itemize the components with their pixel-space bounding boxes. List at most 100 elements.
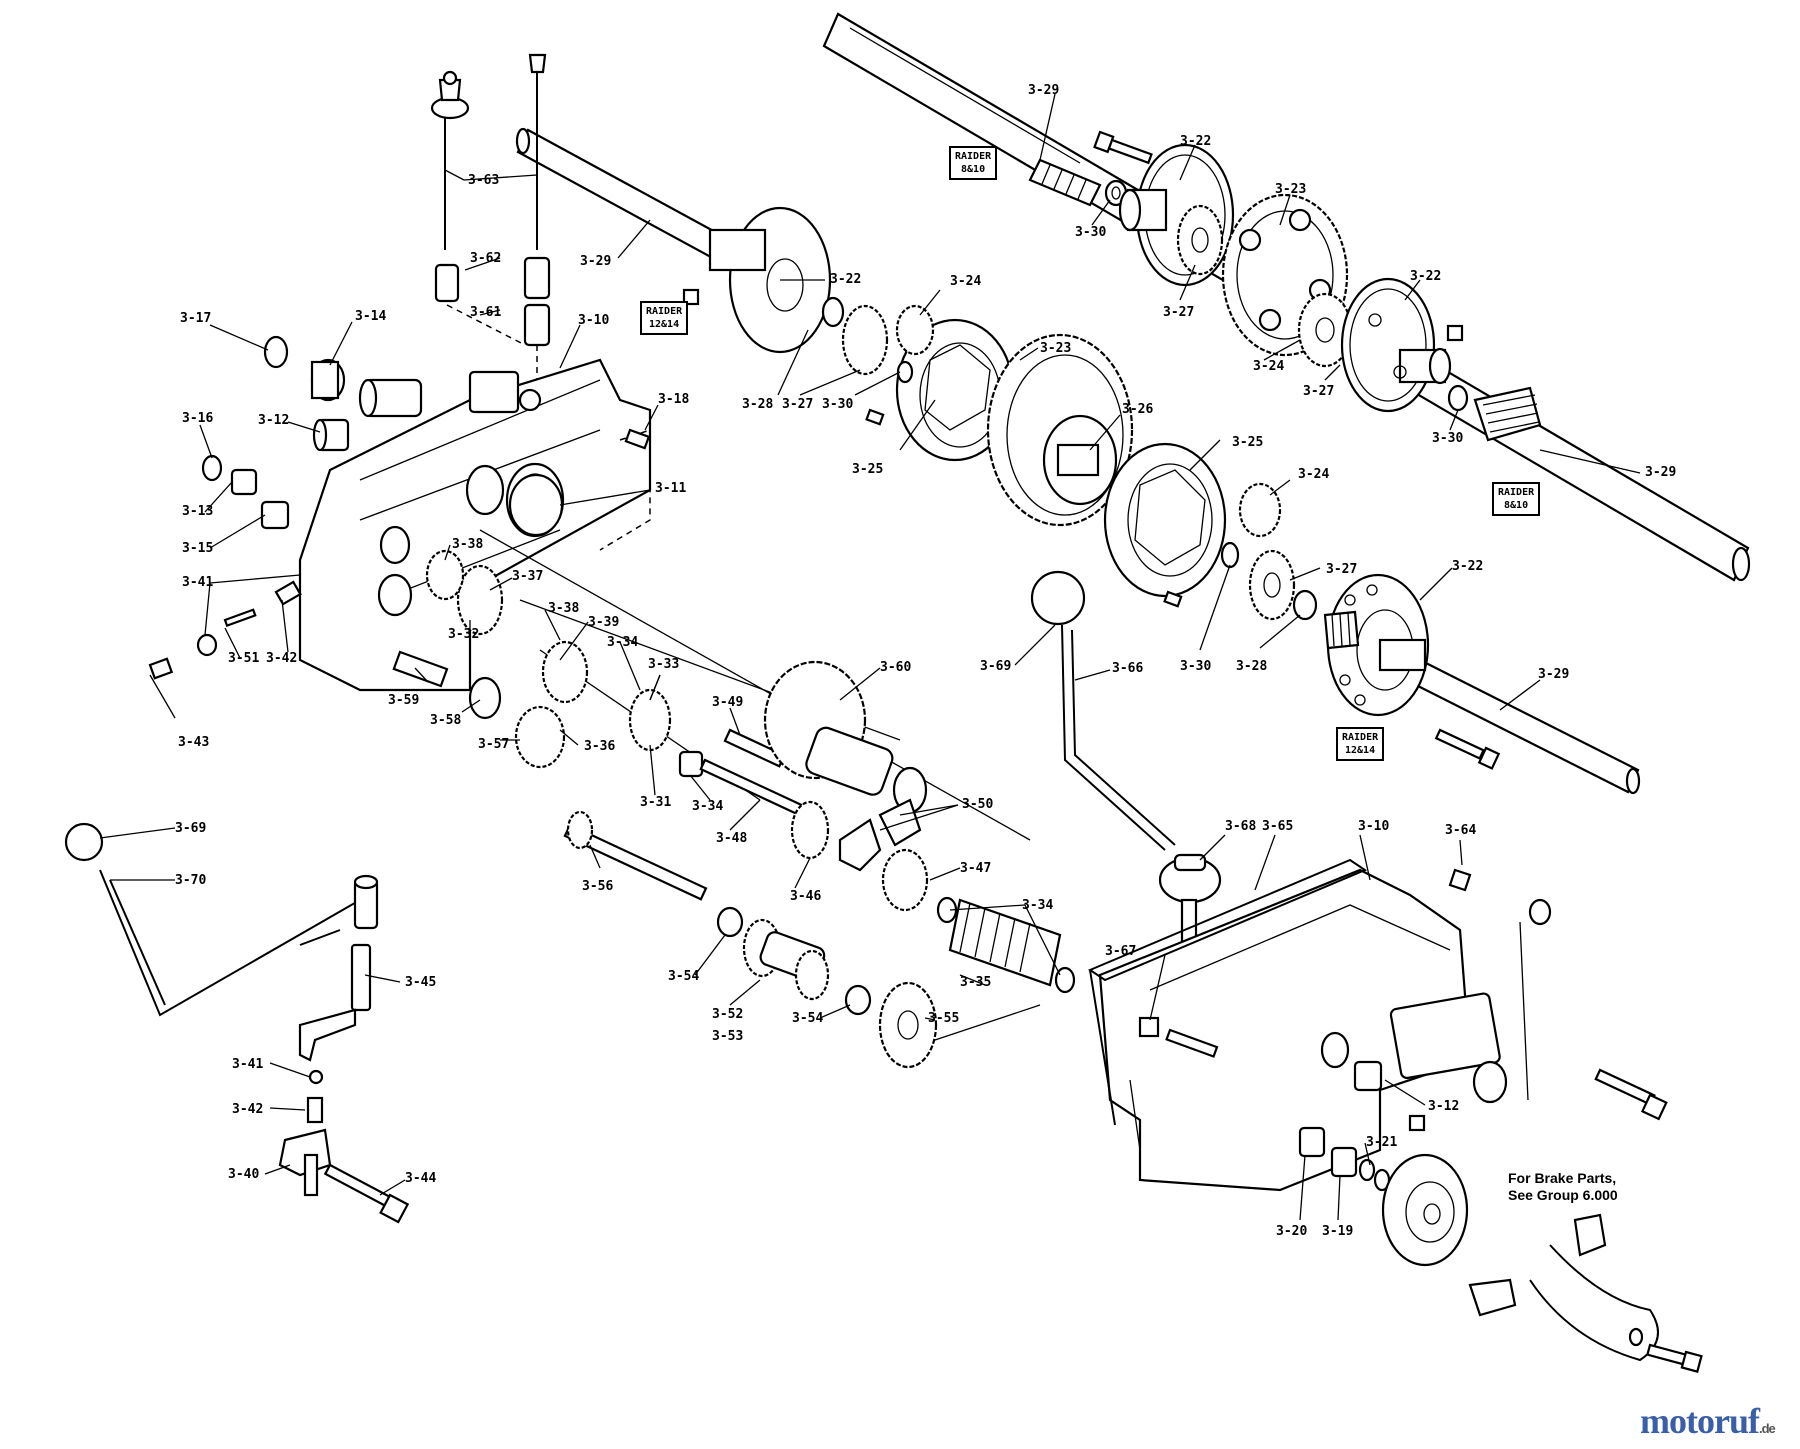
bushing-3-15 — [260, 500, 290, 530]
bushing-3-12-right — [1353, 1060, 1383, 1092]
brake-parts-note: For Brake Parts, See Group 6.000 — [1508, 1170, 1618, 1204]
label-3-30a: 3-30 — [1075, 225, 1107, 240]
label-3-29d: 3-29 — [1538, 667, 1570, 682]
label-3-11: 3-11 — [655, 481, 687, 496]
label-3-10a: 3-10 — [578, 313, 610, 328]
label-3-26: 3-26 — [1122, 402, 1154, 417]
model-box-line1: RAIDER — [1498, 487, 1535, 498]
label-3-29c: 3-29 — [580, 254, 612, 269]
gear-3-39 — [541, 640, 589, 704]
label-3-59: 3-59 — [388, 693, 420, 708]
label-3-69a: 3-69 — [980, 659, 1012, 674]
label-3-34b: 3-34 — [692, 799, 724, 814]
label-3-42b: 3-42 — [232, 1102, 264, 1117]
ring-3-30-left — [896, 360, 914, 384]
bushing-3-54-left — [716, 906, 744, 938]
label-3-24b: 3-24 — [950, 274, 982, 289]
hub-3-22-lower — [1326, 573, 1430, 717]
label-3-22b: 3-22 — [1410, 269, 1442, 284]
spacer-3-61 — [523, 303, 551, 347]
label-3-28a: 3-28 — [742, 397, 774, 412]
hub-3-26 — [1042, 414, 1118, 506]
model-box-raider-12614-a: RAIDER 12&14 — [640, 301, 689, 335]
gear-cluster-3-52 — [742, 918, 830, 1001]
label-3-61: 3-61 — [470, 305, 502, 320]
label-3-24c: 3-24 — [1298, 467, 1330, 482]
label-3-58: 3-58 — [430, 713, 462, 728]
label-3-37: 3-37 — [512, 569, 544, 584]
label-3-28b: 3-28 — [1236, 659, 1268, 674]
note-line1: For Brake Parts, — [1508, 1170, 1617, 1186]
gear-3-55 — [878, 981, 938, 1069]
rod-3-63-right — [528, 53, 547, 250]
spring-3-42 — [274, 580, 302, 606]
bolt-3-44 — [323, 1163, 410, 1224]
carrier-3-25-right — [1103, 442, 1227, 598]
axle-shaft-lower-right — [1408, 658, 1641, 795]
gear-3-60 — [763, 660, 928, 814]
label-3-63: 3-63 — [468, 173, 500, 188]
label-3-14: 3-14 — [355, 309, 387, 324]
model-box-line2: 12&14 — [1345, 745, 1376, 756]
label-3-10b: 3-10 — [1358, 819, 1390, 834]
shift-fork-3-50 — [838, 798, 922, 872]
pad-3-64 — [1448, 868, 1472, 892]
model-box-line1: RAIDER — [1342, 732, 1379, 743]
pinion-3-27-center — [1248, 549, 1296, 621]
bolt-3-67 — [1138, 1016, 1219, 1058]
bushing-3-13 — [230, 468, 258, 496]
ring-3-30-center — [1220, 541, 1240, 569]
model-box-raider-8610-a: RAIDER 8&10 — [949, 146, 998, 180]
label-3-25a: 3-25 — [852, 462, 884, 477]
nut-left — [682, 288, 700, 306]
shift-lever-3-70 — [64, 822, 379, 1017]
label-3-49: 3-49 — [712, 695, 744, 710]
label-3-30d: 3-30 — [1180, 659, 1212, 674]
gasket-3-65 — [1087, 858, 1368, 1126]
note-line2: See Group 6.000 — [1508, 1187, 1618, 1203]
label-3-34a: 3-34 — [607, 635, 639, 650]
label-3-67: 3-67 — [1105, 944, 1137, 959]
bearing-3-11 — [508, 473, 564, 537]
label-3-66: 3-66 — [1112, 661, 1144, 676]
bushing-3-14 — [310, 358, 346, 402]
label-3-30b: 3-30 — [1432, 431, 1464, 446]
label-3-34c: 3-34 — [1022, 898, 1054, 913]
bushing-3-34-end — [1054, 966, 1076, 994]
label-3-16: 3-16 — [182, 411, 214, 426]
bolt-lower-right — [1434, 728, 1501, 770]
gear-3-38 — [425, 549, 465, 601]
label-3-17: 3-17 — [180, 311, 212, 326]
seal-right-housing — [1320, 1031, 1350, 1069]
label-3-44: 3-44 — [405, 1171, 437, 1186]
bushing-3-34 — [678, 750, 704, 778]
brand-name: motoruf — [1640, 1401, 1760, 1441]
label-3-30c: 3-30 — [822, 397, 854, 412]
pinion-3-24-center — [1238, 482, 1282, 538]
model-box-line1: RAIDER — [955, 151, 992, 162]
label-3-13: 3-13 — [182, 504, 214, 519]
label-3-27a: 3-27 — [1163, 305, 1195, 320]
ball-3-41 — [196, 633, 218, 657]
shaft-3-59 — [392, 650, 449, 688]
axle-shaft-left — [515, 127, 732, 264]
washer-3-28-left — [821, 296, 845, 328]
label-3-69b: 3-69 — [175, 821, 207, 836]
label-3-38b: 3-38 — [548, 601, 580, 616]
pinion-3-27-upper — [1176, 204, 1224, 276]
washer-3-30-right — [1447, 384, 1469, 412]
label-3-29a: 3-29 — [1028, 83, 1060, 98]
housing-3-10-right — [1098, 868, 1508, 1192]
label-3-41a: 3-41 — [182, 575, 214, 590]
gear-3-47 — [881, 848, 929, 912]
ball-3-41-lower — [308, 1069, 324, 1085]
bolt-right-housing — [1594, 1068, 1668, 1121]
label-3-18: 3-18 — [658, 392, 690, 407]
label-3-52: 3-52 — [712, 1007, 744, 1022]
washer-3-28 — [1292, 589, 1318, 621]
label-3-29b: 3-29 — [1645, 465, 1677, 480]
label-3-20: 3-20 — [1276, 1224, 1308, 1239]
brand-watermark: motoruf.de — [1640, 1400, 1776, 1442]
label-3-62: 3-62 — [470, 251, 502, 266]
